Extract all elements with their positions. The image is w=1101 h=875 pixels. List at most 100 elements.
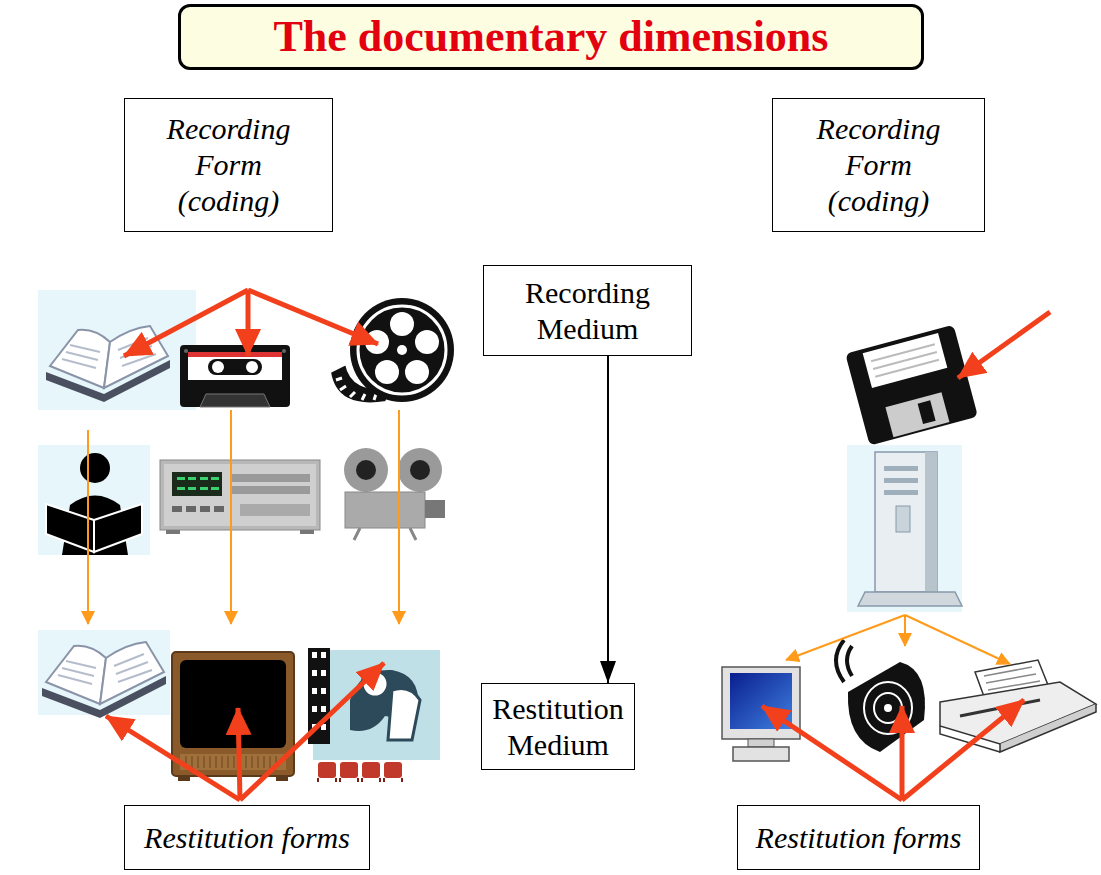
red-arrows — [958, 312, 1050, 378]
box-label: Recording Form (coding) — [167, 111, 291, 219]
book-icon — [46, 326, 170, 402]
television-icon — [178, 776, 190, 781]
monitor-icon — [748, 739, 774, 747]
server-icon — [858, 592, 962, 606]
projector-icon — [354, 528, 416, 540]
orange-arrows — [88, 410, 1010, 664]
floppy-disk-icon — [885, 392, 949, 437]
projector-icon — [345, 492, 425, 528]
cassette-icon — [184, 349, 188, 353]
cinema-icon — [318, 762, 336, 778]
cassette-icon — [180, 345, 290, 407]
server-icon — [884, 466, 918, 471]
tape-deck-icon — [230, 474, 310, 482]
television-icon — [276, 776, 288, 781]
orange-arrows — [230, 410, 232, 624]
red-arrows — [246, 290, 251, 356]
title-banner: The documentary dimensions — [178, 4, 924, 70]
server-icon — [925, 452, 937, 592]
printer-icon — [960, 700, 1040, 716]
tape-deck-icon — [230, 486, 310, 494]
cd-player-icon — [836, 640, 925, 752]
tape-deck-icon — [200, 477, 208, 480]
tape-deck-icon — [172, 506, 182, 512]
box-label: Recording Form (coding) — [817, 111, 941, 219]
book-icon — [42, 642, 166, 718]
reader-silhouette — [46, 453, 142, 555]
projector-icon — [398, 448, 442, 492]
reader-silhouette — [80, 453, 110, 483]
cd-player-icon — [836, 640, 852, 682]
recording-form-box: Recording Form (coding) — [124, 98, 333, 232]
monitor-icon — [733, 747, 789, 761]
cassette-icon — [188, 352, 282, 380]
tape-deck-icon — [160, 460, 320, 534]
cd-player-icon — [864, 682, 912, 734]
orange-arrows — [904, 615, 906, 646]
tape-deck-icon — [300, 530, 314, 534]
restitution-forms-box: Restitution forms — [737, 805, 980, 870]
cassette-icon — [208, 359, 262, 375]
film-reel-icon — [390, 312, 414, 336]
icon-background — [38, 290, 196, 410]
cassette-icon — [282, 349, 286, 353]
red-arrows — [248, 290, 378, 344]
film-reel-icon — [405, 360, 429, 384]
cinema-icon — [321, 688, 326, 694]
box-label: Restitution Medium — [492, 691, 624, 763]
recording-form-box: Recording Form (coding) — [772, 98, 985, 232]
projector-icon — [356, 460, 376, 480]
title-text: The documentary dimensions — [274, 13, 829, 61]
icon-background — [847, 445, 962, 612]
tape-deck-icon — [188, 487, 196, 490]
icon-background — [38, 445, 150, 555]
projector-icon — [425, 500, 445, 518]
film-reel-icon — [375, 360, 399, 384]
cassette-icon — [180, 345, 290, 407]
cassette-icon — [188, 352, 282, 357]
film-reel-icon — [397, 345, 407, 355]
film-reel-icon — [415, 330, 439, 354]
red-arrows — [900, 706, 905, 800]
recording-medium-box: Recording Medium — [483, 265, 692, 356]
cinema-icon — [362, 762, 380, 778]
box-label: Restitution forms — [756, 820, 962, 856]
reader-silhouette — [46, 504, 94, 552]
monitor-icon — [722, 667, 800, 739]
red-arrows — [902, 700, 1024, 800]
cinema-icon — [321, 670, 326, 676]
floppy-disk-icon — [863, 333, 948, 388]
tape-deck-icon — [166, 530, 180, 534]
printer-icon — [1000, 704, 1096, 752]
red-arrows — [106, 716, 240, 800]
television-icon — [180, 754, 286, 770]
printer-icon — [940, 682, 1096, 744]
floppy-disk-icon — [845, 325, 978, 446]
projector-icon — [344, 448, 388, 492]
film-reel-icon — [330, 298, 454, 403]
book-icon — [42, 642, 166, 718]
server-icon — [875, 452, 937, 592]
red-arrows — [106, 290, 1050, 800]
cinema-icon — [313, 650, 440, 760]
television-icon — [172, 652, 294, 781]
box-label: Restitution forms — [144, 820, 350, 856]
server-icon — [884, 478, 918, 483]
floppy-disk-icon — [918, 400, 936, 424]
cinema-icon — [340, 762, 358, 778]
cassette-icon — [246, 361, 258, 373]
server-icon — [884, 490, 918, 495]
cd-player-icon — [884, 704, 892, 712]
reader-silhouette — [94, 504, 142, 552]
red-arrows — [762, 706, 902, 800]
tape-deck-icon — [186, 506, 196, 512]
orange-arrows — [905, 615, 1010, 664]
cinema-icon — [312, 670, 317, 676]
cinema-icon — [318, 778, 402, 782]
monitor-icon — [722, 667, 800, 761]
tape-deck-icon — [200, 487, 208, 490]
cd-player-icon — [848, 662, 925, 752]
tape-deck-icon — [160, 460, 320, 530]
cd-player-icon — [874, 693, 902, 723]
box-label: Recording Medium — [525, 275, 650, 347]
